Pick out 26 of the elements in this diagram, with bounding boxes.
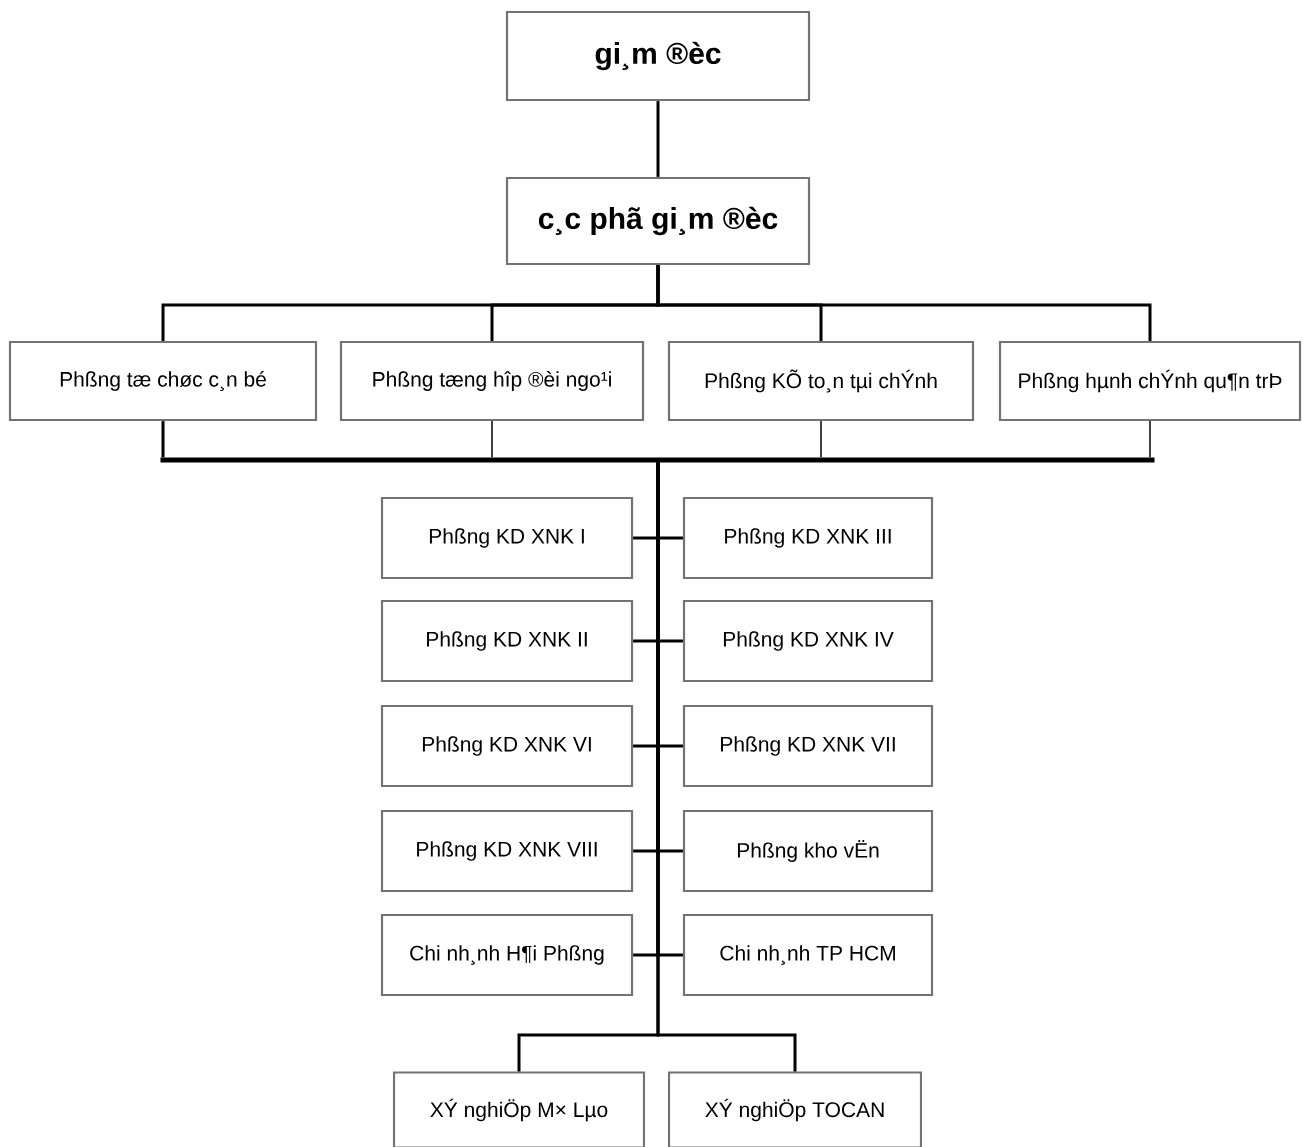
department-box: Phßng KD XNK IV [682, 599, 934, 683]
department-box: Phßng tæ chøc c¸n bé [8, 340, 318, 422]
department-box: XÝ nghiÖp M× Lµo [392, 1071, 646, 1147]
department-box: Phßng tæng hîp ®èi ngo¹i [339, 340, 645, 422]
connector-line [161, 421, 165, 458]
department-box: Chi nh¸nh TP HCM [682, 913, 934, 997]
department-box: Phßng KD XNK II [380, 599, 634, 683]
connector-line [491, 420, 493, 459]
department-box: Chi nh¸nh H¶i Phßng [380, 913, 634, 997]
department-box: Phßng KD XNK III [682, 496, 934, 580]
connector-line [820, 420, 822, 459]
title-box: c¸c phã gi¸m ®èc [505, 176, 811, 266]
department-box: Phßng KD XNK I [380, 496, 634, 580]
bus-bar [160, 457, 1155, 463]
department-box: Phßng KD XNK VII [682, 704, 934, 788]
connector-line [1149, 420, 1151, 459]
department-box: Phßng kho vËn [682, 809, 934, 893]
connector-line [656, 265, 1152, 341]
connector-line [656, 462, 797, 1072]
department-box: Phßng KÕ to¸n tµi chÝnh [667, 340, 975, 422]
department-box: Phßng KD XNK VI [380, 704, 634, 788]
department-box: XÝ nghiÖp TOCAN [667, 1071, 923, 1147]
connector-line [656, 101, 660, 177]
department-box: Phßng KD XNK VIII [380, 809, 634, 893]
title-box: gi¸m ®èc [505, 10, 811, 102]
department-box: Phßng hµnh chÝnh qu¶n trÞ [998, 340, 1302, 422]
